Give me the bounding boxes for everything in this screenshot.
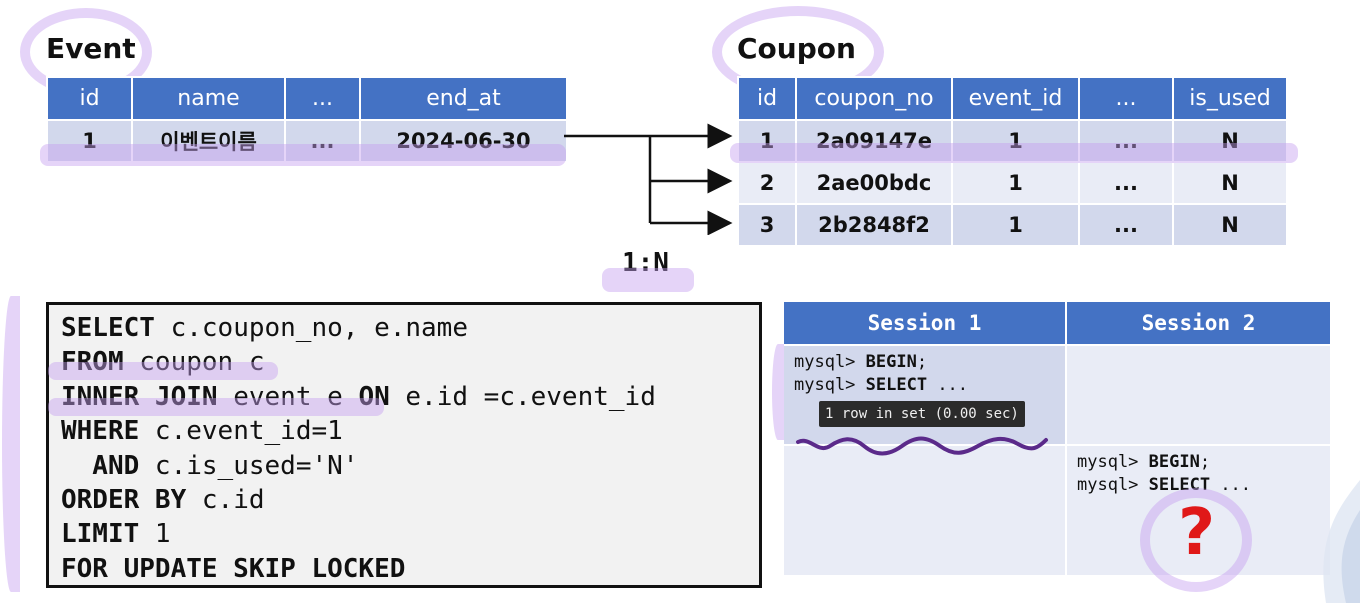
sql-line: SELECT c.coupon_no, e.name — [61, 313, 468, 343]
question-mark-icon: ? — [1178, 496, 1216, 570]
coupon-cell: 3 — [737, 203, 797, 247]
coupon-cell: 1 — [951, 203, 1080, 247]
coupon-col-id: id — [737, 76, 797, 121]
session-2-cell: mysql> BEGIN; mysql> SELECT ... — [1067, 446, 1330, 575]
sql-line: ORDER BY c.id — [61, 485, 265, 516]
coupon-cell: N — [1172, 119, 1288, 163]
coupon-table: id coupon_no event_id ... is_used 1 2a09… — [737, 76, 1288, 247]
wavy-underline — [796, 436, 1048, 456]
event-table-title: Event — [46, 32, 136, 65]
decorative-corner — [1323, 480, 1360, 603]
table-row: 1 이벤트이름 ... 2024-06-30 — [46, 119, 568, 163]
coupon-cell: 1 — [951, 161, 1080, 205]
coupon-col-coupon-no: coupon_no — [795, 76, 953, 121]
event-cell: ... — [284, 119, 361, 163]
coupon-col-event-id: event_id — [951, 76, 1080, 121]
session-bracket-highlight — [772, 344, 784, 440]
session-1-header: Session 1 — [784, 302, 1065, 344]
coupon-col-more: ... — [1078, 76, 1174, 121]
table-row: 2 2ae00bdc 1 ... N — [737, 161, 1288, 205]
coupon-cell: 2b2848f2 — [795, 203, 953, 247]
session-1-cell: mysql> BEGIN; mysql> SELECT ... 1 row in… — [784, 346, 1065, 444]
coupon-cell: 1 — [951, 119, 1080, 163]
event-cell: 1 — [46, 119, 133, 163]
session-1-cell-empty — [784, 446, 1065, 575]
event-table: id name ... end_at 1 이벤트이름 ... 2024-06-3… — [46, 76, 568, 163]
coupon-cell: ... — [1078, 203, 1174, 247]
sql-line: FOR UPDATE SKIP LOCKED — [61, 553, 406, 584]
event-cell: 2024-06-30 — [359, 119, 568, 163]
coupon-table-title: Coupon — [737, 32, 856, 65]
session-table: Session 1 Session 2 mysql> BEGIN; mysql>… — [784, 302, 1330, 575]
coupon-cell: ... — [1078, 119, 1174, 163]
event-cell: 이벤트이름 — [131, 119, 286, 163]
relation-arrows — [564, 123, 733, 235]
coupon-col-is-used: is_used — [1172, 76, 1288, 121]
relation-label: 1:N — [622, 248, 669, 278]
coupon-cell: ... — [1078, 161, 1174, 205]
sql-line: FROM coupon c — [61, 347, 265, 378]
sql-line: LIMIT 1 — [61, 519, 171, 550]
sql-line: AND c.is_used='N' — [61, 450, 359, 481]
terminal-text: mysql> BEGIN; mysql> SELECT ... — [794, 352, 969, 395]
coupon-cell: N — [1172, 161, 1288, 205]
event-col-id: id — [46, 76, 133, 121]
table-row: 3 2b2848f2 1 ... N — [737, 203, 1288, 247]
coupon-cell: 2 — [737, 161, 797, 205]
sql-line: INNER JOIN event e ON e.id =c.event_id — [61, 381, 656, 412]
result-tooltip: 1 row in set (0.00 sec) — [819, 401, 1025, 427]
session-2-header: Session 2 — [1067, 302, 1330, 344]
event-col-more: ... — [284, 76, 361, 121]
session-2-cell-empty — [1067, 346, 1330, 444]
sql-line: WHERE c.event_id=1 — [61, 416, 343, 447]
event-col-name: name — [131, 76, 286, 121]
sql-bracket-highlight — [2, 296, 20, 592]
event-col-end-at: end_at — [359, 76, 568, 121]
table-row: 1 2a09147e 1 ... N — [737, 119, 1288, 163]
coupon-cell: 2a09147e — [795, 119, 953, 163]
coupon-cell: 2ae00bdc — [795, 161, 953, 205]
sql-code-box: SELECT c.coupon_no, e.name FROM coupon c… — [46, 302, 762, 588]
coupon-cell: N — [1172, 203, 1288, 247]
terminal-text: mysql> BEGIN; mysql> SELECT ... — [1077, 452, 1252, 495]
coupon-cell: 1 — [737, 119, 797, 163]
